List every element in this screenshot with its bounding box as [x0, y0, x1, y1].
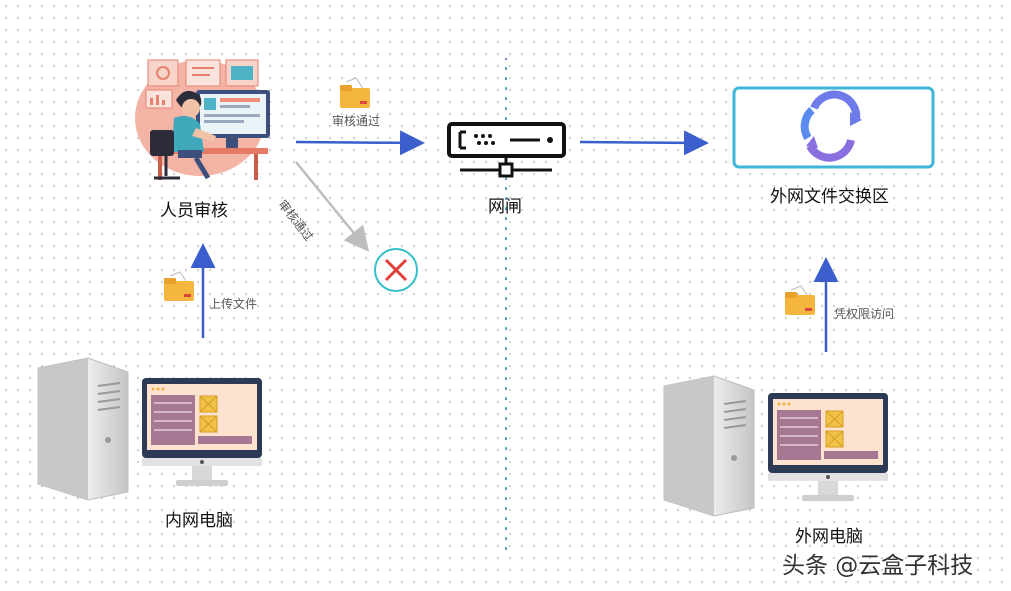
- gateway-icon: [447, 122, 566, 178]
- exchange-zone-label: 外网文件交换区: [770, 187, 889, 207]
- reviewer-label: 人员审核: [160, 201, 228, 221]
- gateway-label: 网闸: [488, 197, 522, 217]
- exchange-zone-box: [732, 86, 935, 169]
- reviewer-illustration: [135, 59, 270, 180]
- folder-icon: [785, 285, 815, 315]
- review-pass-label: 审核通过: [332, 114, 381, 128]
- external-pc-illustration: [663, 375, 888, 517]
- folder-icon: [164, 271, 194, 301]
- reject-icon: [374, 248, 418, 292]
- arrow-reject: [295, 161, 370, 252]
- internal-pc-illustration: [37, 357, 262, 501]
- access-label: 凭权限访问: [834, 307, 895, 321]
- folder-icon: [340, 77, 370, 108]
- arrow-reviewer-to-gateway: [295, 130, 425, 156]
- internal-pc-label: 内网电脑: [165, 511, 233, 531]
- arrow-gateway-to-exchange: [579, 130, 709, 156]
- watermark: 头条 @云盒子科技: [782, 553, 974, 579]
- upload-label: 上传文件: [209, 297, 258, 311]
- external-pc-label: 外网电脑: [795, 527, 863, 547]
